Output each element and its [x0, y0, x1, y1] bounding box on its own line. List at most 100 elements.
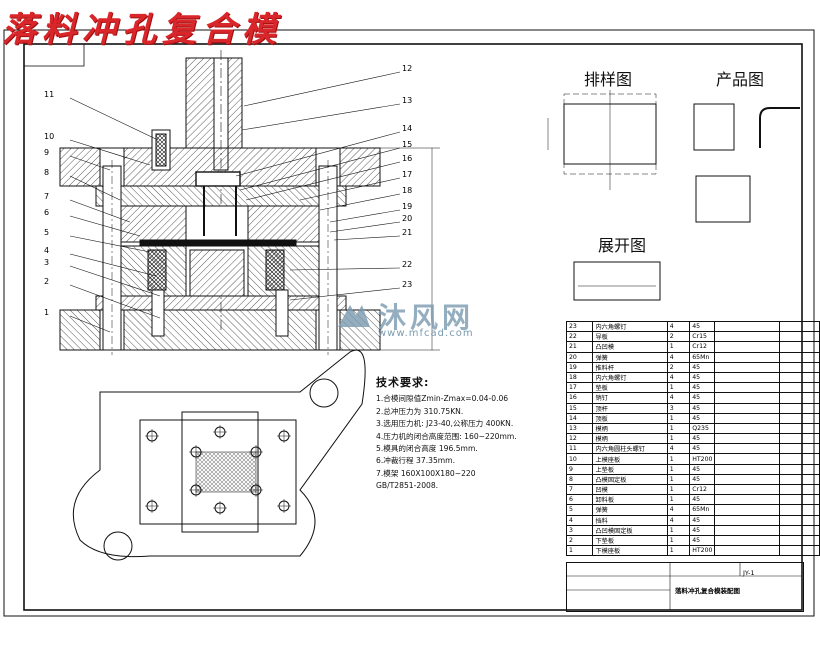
bom-cell — [714, 351, 781, 363]
drawing-caption: 落料冲孔复合模装配图 — [675, 587, 740, 595]
bom-cell: Cr12 — [689, 341, 716, 353]
plan-view — [72, 349, 366, 561]
bom-cell: 12 — [565, 433, 594, 445]
tech-item: 4.压力机的闭合高度范围: 160~220mm. — [376, 431, 517, 441]
bom-cell — [779, 320, 820, 333]
bom-cell — [779, 514, 820, 526]
bom-cell — [714, 422, 781, 435]
callout-number: 15 — [402, 140, 413, 149]
bom-cell: 上模座板 — [592, 453, 668, 465]
bom-cell: 65Mn — [689, 351, 716, 363]
hole-centerline — [213, 501, 227, 515]
bom-cell: 21 — [565, 341, 594, 353]
bom-cell: 2 — [565, 534, 594, 547]
bom-cell: 2 — [666, 331, 691, 343]
bom-cell: 1 — [666, 473, 691, 486]
bom-cell: 凹模 — [592, 483, 668, 496]
bom-cell: 11 — [565, 443, 594, 455]
callout-number: 11 — [44, 90, 55, 99]
bom-cell: 2 — [666, 361, 691, 373]
bom-cell — [779, 402, 820, 414]
bom-cell: 1 — [666, 382, 691, 394]
bom-cell — [779, 331, 820, 343]
plan-view-holes — [145, 425, 291, 515]
bom-cell — [714, 483, 781, 496]
bom-cell: Cr12 — [689, 483, 716, 496]
bom-cell: 3 — [565, 524, 594, 536]
bom-cell — [714, 545, 781, 557]
bom-cell: 凸模固定板 — [592, 473, 668, 486]
hole-centerline — [213, 425, 227, 439]
watermark: 沐风网 — [336, 296, 474, 336]
bom-cell: 45 — [689, 402, 716, 414]
bom-cell: 45 — [689, 320, 716, 333]
bom-cell: 内六角圆柱头螺钉 — [592, 443, 668, 455]
bom-cell — [779, 504, 820, 516]
bom-cell: 下垫板 — [592, 534, 668, 547]
bom-cell: 4 — [666, 320, 691, 333]
bom-cell: 4 — [666, 514, 691, 526]
bom-cell: 卸料板 — [592, 494, 668, 506]
hole-centerline — [249, 483, 263, 497]
bom-cell — [714, 341, 781, 353]
callout-number: 4 — [44, 246, 50, 255]
assembly-section — [59, 50, 440, 355]
tech-item: 2.总冲压力为 310.75KN. — [376, 406, 464, 416]
bom-cell: 内六角螺钉 — [592, 371, 668, 384]
bom-cell: 推料杆 — [592, 361, 668, 373]
watermark-url: www.mfcad.com — [378, 328, 474, 339]
bom-cell: 45 — [689, 392, 716, 404]
bom-cell — [779, 351, 820, 363]
callout-number: 19 — [402, 202, 413, 211]
bom-cell: 45 — [689, 371, 716, 384]
tech-heading: 技术要求: — [376, 376, 430, 389]
bom-cell: 19 — [565, 361, 594, 373]
bom-cell: 1 — [666, 494, 691, 506]
bom-cell — [779, 341, 820, 353]
bom-cell — [714, 514, 781, 526]
callout-number: 14 — [402, 124, 413, 133]
bom-cell: 上垫板 — [592, 463, 668, 475]
bom-cell — [714, 392, 781, 404]
bom-cell — [714, 412, 781, 424]
bom-cell — [779, 412, 820, 424]
product-view — [693, 103, 800, 223]
bom-cell: 5 — [565, 504, 594, 516]
callout-number: 5 — [44, 228, 50, 237]
bom-cell: 1 — [666, 433, 691, 445]
callout-leaders-left — [69, 97, 161, 333]
bom-cell: 16 — [565, 392, 594, 404]
callout-number: 9 — [44, 148, 50, 157]
bom-cell — [714, 382, 781, 394]
bom-cell: 15 — [565, 402, 594, 414]
bom-cell: 45 — [689, 494, 716, 506]
view-label-unfold: 展开图 — [598, 236, 647, 255]
bom-cell — [714, 453, 781, 465]
bom-cell: 45 — [689, 463, 716, 475]
bom-cell: 导板 — [592, 331, 668, 343]
bom-cell — [779, 382, 820, 394]
bom-cell: 4 — [666, 443, 691, 455]
bom-cell — [714, 402, 781, 414]
bom-cell: 凸凹模 — [592, 341, 668, 353]
bom-cell: 45 — [689, 443, 716, 455]
tech-item: 1.合模间隙值Zmin-Zmax=0.04-0.06 — [376, 394, 509, 404]
callout-number: 22 — [402, 260, 413, 269]
bom-cell: 45 — [689, 514, 716, 526]
bom-cell — [779, 483, 820, 496]
bom-cell: 3 — [666, 402, 691, 414]
callout-number: 21 — [402, 228, 413, 237]
tech-item: 3.选用压力机: J23-40,公称压力 400KN. — [376, 419, 514, 429]
bom-cell: 顶板 — [592, 412, 668, 424]
tech-item: GB/T2851-2008. — [376, 481, 439, 491]
callout-number: 16 — [402, 154, 413, 163]
bom-cell: 22 — [565, 331, 594, 343]
bom-cell — [714, 371, 781, 384]
